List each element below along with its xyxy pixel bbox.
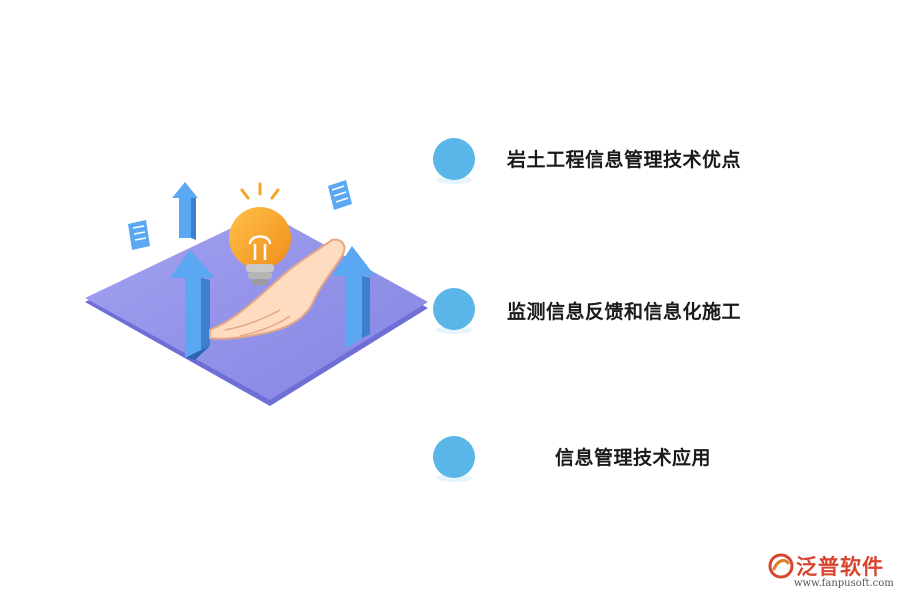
light-bulb-icon [229,182,291,285]
idea-illustration [85,180,428,406]
logo-url: www.fanpusoft.com [794,578,894,589]
document-icon [128,220,150,250]
brand-logo: 泛普软件 www.fanpusoft.com [768,551,894,595]
bullet-dot-1 [433,138,475,184]
logo-icon [768,553,794,579]
arrow-up-icon [332,246,375,348]
bullet-dot-3 [433,436,475,482]
document-icon [328,180,352,210]
bullet-dot-2 [433,288,475,334]
item-label-3: 信息管理技术应用 [555,447,712,469]
item-label-2: 监测信息反馈和信息化施工 [507,301,742,323]
item-label-1: 岩土工程信息管理技术优点 [507,149,742,171]
arrow-up-icon [172,182,198,240]
logo-text: 泛普软件 [796,555,884,579]
hand-icon [209,238,346,340]
arrow-up-icon [170,250,215,360]
